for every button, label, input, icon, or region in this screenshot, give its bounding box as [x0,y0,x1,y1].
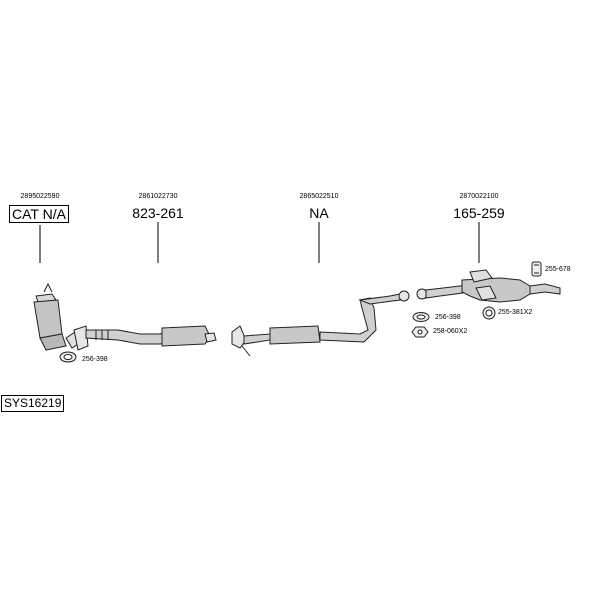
front-pipe [73,325,217,351]
gasket-1 [59,351,77,363]
hardware-label-nut: 258-060X2 [433,328,468,335]
reference-middle: NA [309,205,329,221]
reference-front-pipe: 823-261 [132,205,184,221]
hardware-label-gasket-front: 256-398 [82,356,108,363]
middle-pipe [231,290,410,357]
part-number-middle: 2865022510 [299,193,339,200]
system-code-label: SYS16219 [1,395,65,412]
hardware-label-hanger: 255-381X2 [498,309,533,316]
part-number-front-pipe: 2861022730 [138,193,178,200]
reference-rear: 165-259 [453,205,505,221]
part-number-cat: 2895022590 [20,193,60,200]
hardware-label-clamp: 255-678 [545,266,571,273]
part-number-rear: 2870022100 [459,193,499,200]
hardware-label-gasket-rear: 256-398 [435,314,461,321]
reference-cat: CAT N/A [9,205,69,223]
clamp [531,261,542,277]
rear-silencer [416,269,561,303]
